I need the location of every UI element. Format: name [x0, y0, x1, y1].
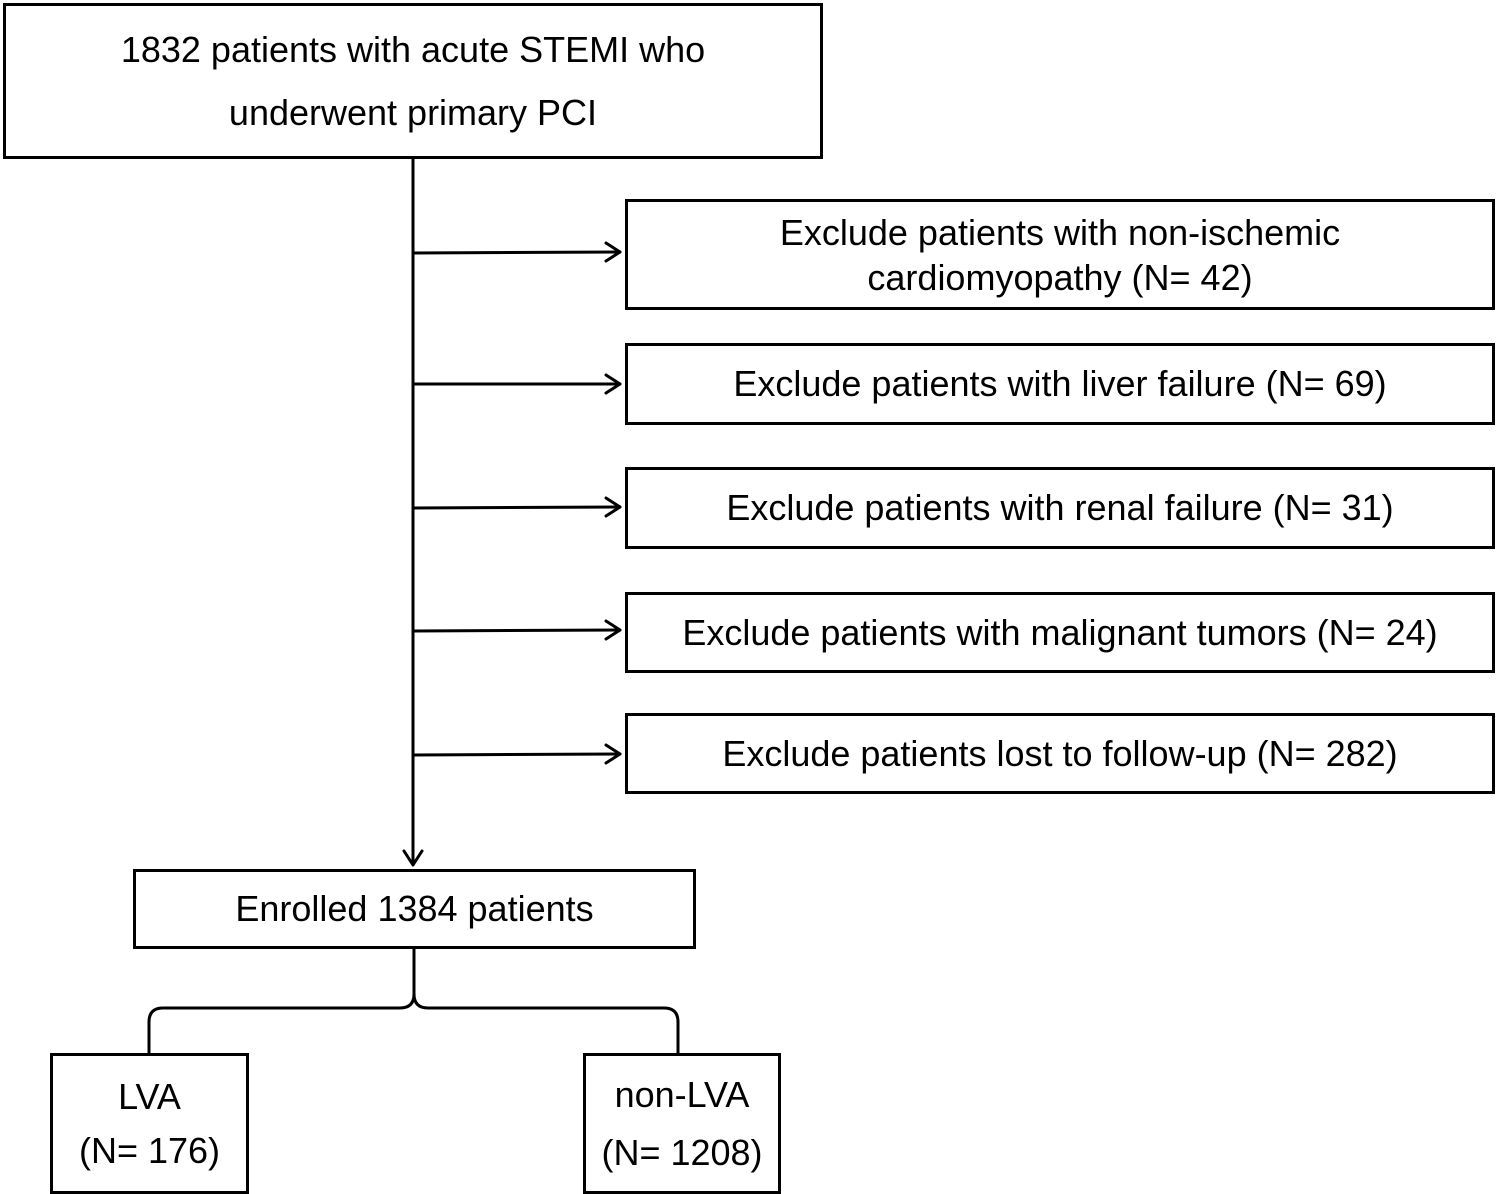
enrolled-box: Enrolled 1384 patients	[133, 869, 696, 949]
exclusion-1-line-1: Exclude patients with non-ischemic	[779, 211, 1341, 253]
exclusion-arrowhead-2	[604, 373, 622, 395]
exclusion-arrowhead-1	[604, 241, 622, 263]
exclusion-arrowhead-4	[604, 619, 622, 641]
split-bracket	[147, 947, 680, 1055]
lva-group-name: LVA	[118, 1075, 181, 1117]
exclusion-box-lost-to-follow-up: Exclude patients lost to follow-up (N= 2…	[625, 713, 1495, 794]
exclusion-box-malignant-tumors: Exclude patients with malignant tumors (…	[625, 592, 1495, 673]
exclusion-box-renal-failure: Exclude patients with renal failure (N= …	[625, 467, 1495, 549]
exclusion-2-text: Exclude patients with liver failure (N= …	[733, 363, 1387, 405]
exclusion-arrowhead-3	[604, 496, 622, 518]
non-lva-group-box: non-LVA (N= 1208)	[583, 1053, 781, 1194]
exclusion-5-text: Exclude patients lost to follow-up (N= 2…	[722, 732, 1398, 774]
down-arrowhead	[402, 849, 424, 867]
exclusion-box-non-ischemic: Exclude patients with non-ischemic cardi…	[625, 199, 1495, 310]
exclusion-4-text: Exclude patients with malignant tumors (…	[682, 611, 1438, 653]
source-population-box: 1832 patients with acute STEMI who under…	[3, 3, 823, 159]
lva-group-count: (N= 176)	[78, 1129, 221, 1171]
source-line-2: underwent primary PCI	[228, 92, 598, 133]
exclusion-box-liver-failure: Exclude patients with liver failure (N= …	[625, 343, 1495, 425]
exclusion-arrow-3	[411, 505, 622, 510]
exclusion-3-text: Exclude patients with renal failure (N= …	[726, 487, 1394, 529]
exclusion-arrowhead-5	[604, 743, 622, 765]
exclusion-arrow-5	[411, 752, 622, 757]
enrolled-text: Enrolled 1384 patients	[235, 888, 594, 930]
exclusion-arrow-4	[411, 628, 622, 633]
non-lva-group-name: non-LVA	[614, 1073, 750, 1115]
exclusion-1-line-2: cardiomyopathy (N= 42)	[867, 256, 1253, 298]
non-lva-group-count: (N= 1208)	[601, 1131, 763, 1173]
exclusion-arrow-1	[411, 250, 622, 255]
lva-group-box: LVA (N= 176)	[50, 1053, 249, 1194]
source-line-1: 1832 patients with acute STEMI who	[120, 29, 706, 70]
